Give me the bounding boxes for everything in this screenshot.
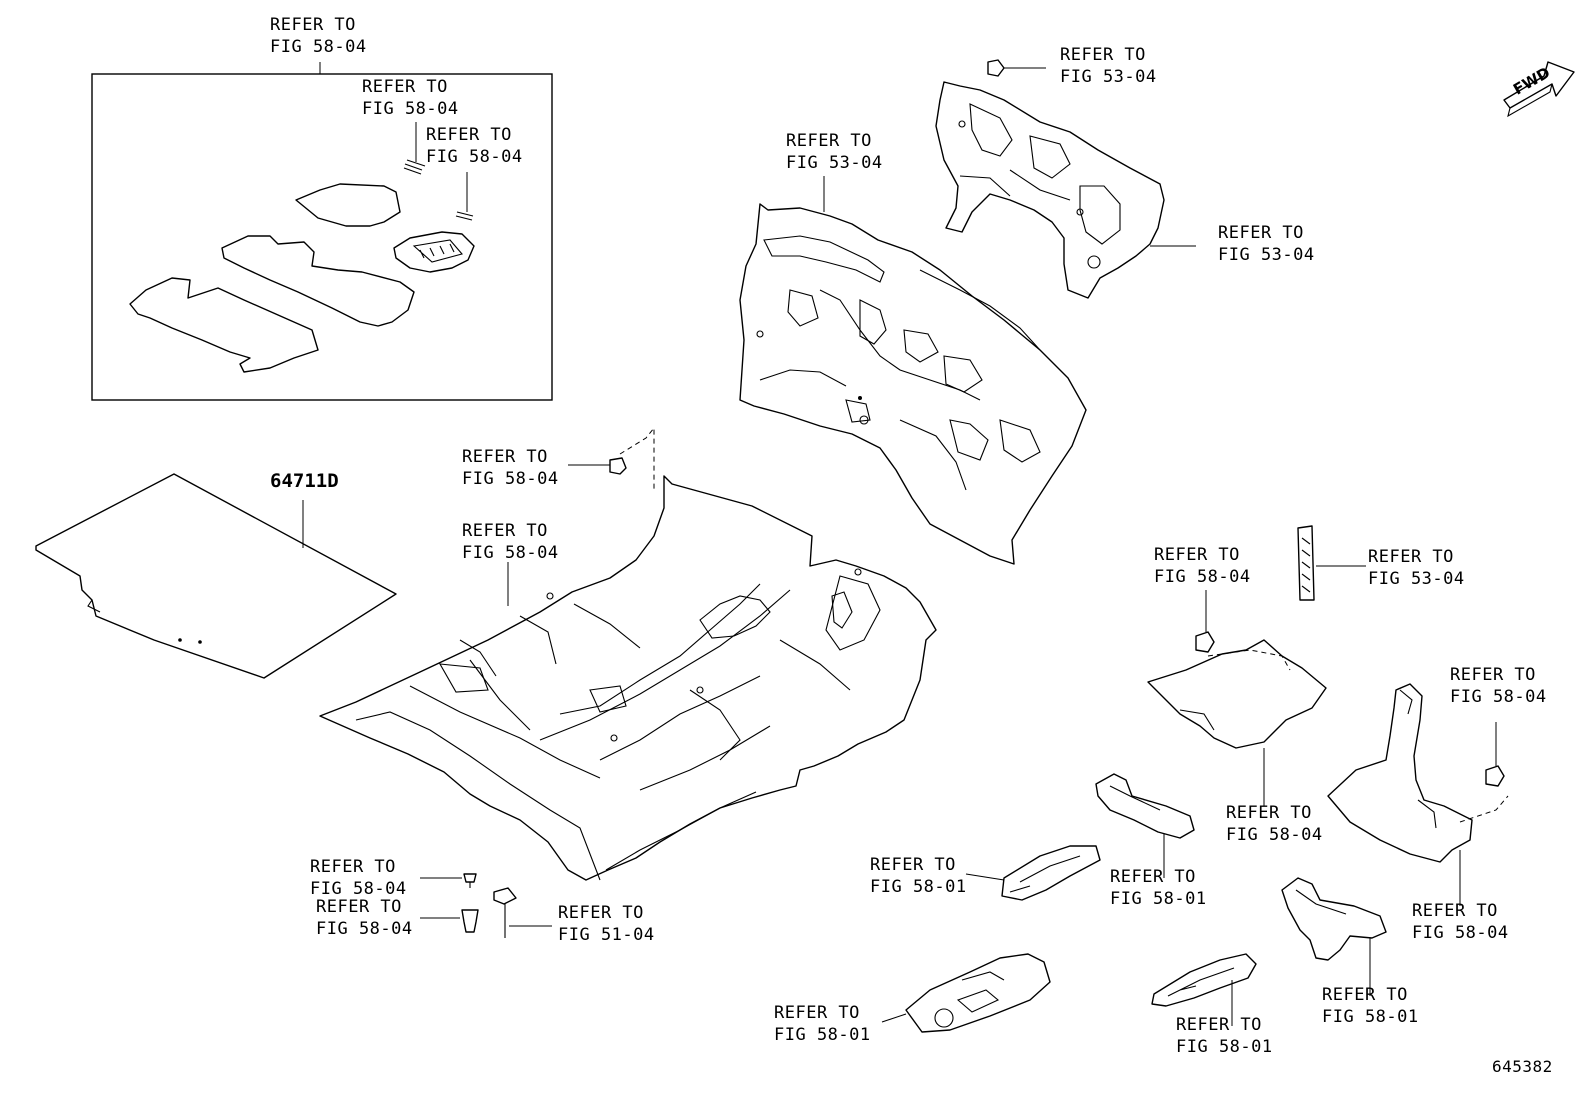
callout-silencer-a: REFER TO FIG 58-01 — [1110, 867, 1207, 909]
callout-rear-cover-right: REFER TO FIG 58-04 — [1412, 901, 1509, 943]
callout-silencer-b: REFER TO FIG 58-01 — [870, 855, 967, 897]
floor-mat-set-group — [91, 62, 553, 401]
callout-dash-insulator-inner: REFER TO FIG 53-04 — [1218, 223, 1315, 265]
floor-mat-front-driver[interactable] — [393, 231, 475, 273]
callout-silencer-e: REFER TO FIG 58-01 — [1322, 985, 1419, 1027]
carpet-clip-b-icon[interactable] — [420, 909, 479, 933]
callout-side-clip-strip: REFER TO FIG 53-04 — [1368, 547, 1465, 589]
callout-carpet-clip-a: REFER TO FIG 58-04 — [310, 857, 407, 899]
mat-clip-a-icon[interactable] — [403, 159, 426, 175]
dash-insulator-small[interactable] — [935, 81, 1196, 299]
part-64711D-panel[interactable] — [35, 473, 397, 679]
dash-top-grommet-icon[interactable] — [987, 59, 1005, 77]
fwd-arrow-icon — [1503, 61, 1575, 118]
silencer-pad-a[interactable] — [1095, 773, 1195, 878]
callout-floor-mat-set: REFER TO FIG 58-04 — [270, 15, 367, 57]
carpet-grommet-icon[interactable] — [609, 457, 627, 475]
silencer-pad-d[interactable] — [1151, 953, 1257, 1026]
dash-insulator-large[interactable] — [739, 176, 1087, 565]
callout-carpet-bolt: REFER TO FIG 51-04 — [558, 903, 655, 945]
callout-carpet-grommet: REFER TO FIG 58-04 — [462, 447, 559, 489]
side-cover-left[interactable] — [1147, 639, 1327, 806]
silencer-pad-e[interactable] — [1281, 877, 1387, 996]
callout-rear-cover-left: REFER TO FIG 58-04 — [1226, 803, 1323, 845]
callout-mat-clip-a: REFER TO FIG 58-04 — [362, 77, 459, 119]
side-clip-strip-icon[interactable] — [1297, 525, 1366, 601]
callout-carpet-clip-b: REFER TO FIG 58-04 — [316, 897, 413, 939]
callout-silencer-d: REFER TO FIG 58-01 — [1176, 1015, 1273, 1057]
silencer-pad-b[interactable] — [965, 845, 1101, 901]
callout-side-grommet-right: REFER TO FIG 58-04 — [1450, 665, 1547, 707]
part-number-label: 64711D — [270, 470, 339, 492]
floor-mat-rear[interactable] — [129, 277, 319, 373]
mat-clip-b-icon[interactable] — [455, 211, 474, 221]
floor-mat-set-frame — [91, 73, 553, 401]
silencer-pad-c[interactable] — [881, 953, 1051, 1033]
callout-mat-clip-b: REFER TO FIG 58-04 — [426, 125, 523, 167]
rear-cover-right[interactable] — [1327, 683, 1509, 906]
carpet-clip-a-icon[interactable] — [420, 873, 477, 888]
callout-dash-insulator-outer: REFER TO FIG 53-04 — [786, 131, 883, 173]
floor-mat-front-passenger[interactable] — [295, 183, 401, 227]
side-grommet-left-icon[interactable] — [1195, 631, 1215, 653]
carpet-bolt-icon[interactable] — [493, 887, 552, 938]
side-grommet-right-icon[interactable] — [1485, 765, 1505, 787]
callout-silencer-c: REFER TO FIG 58-01 — [774, 1003, 871, 1045]
callout-floor-carpet: REFER TO FIG 58-04 — [462, 521, 559, 563]
callout-side-grommet-left: REFER TO FIG 58-04 — [1154, 545, 1251, 587]
catalog-id-label: 645382 — [1492, 1057, 1553, 1076]
callout-dash-top-grommet: REFER TO FIG 53-04 — [1060, 45, 1157, 87]
floor-carpet-main[interactable] — [319, 475, 937, 881]
floor-mat-middle[interactable] — [221, 235, 415, 327]
